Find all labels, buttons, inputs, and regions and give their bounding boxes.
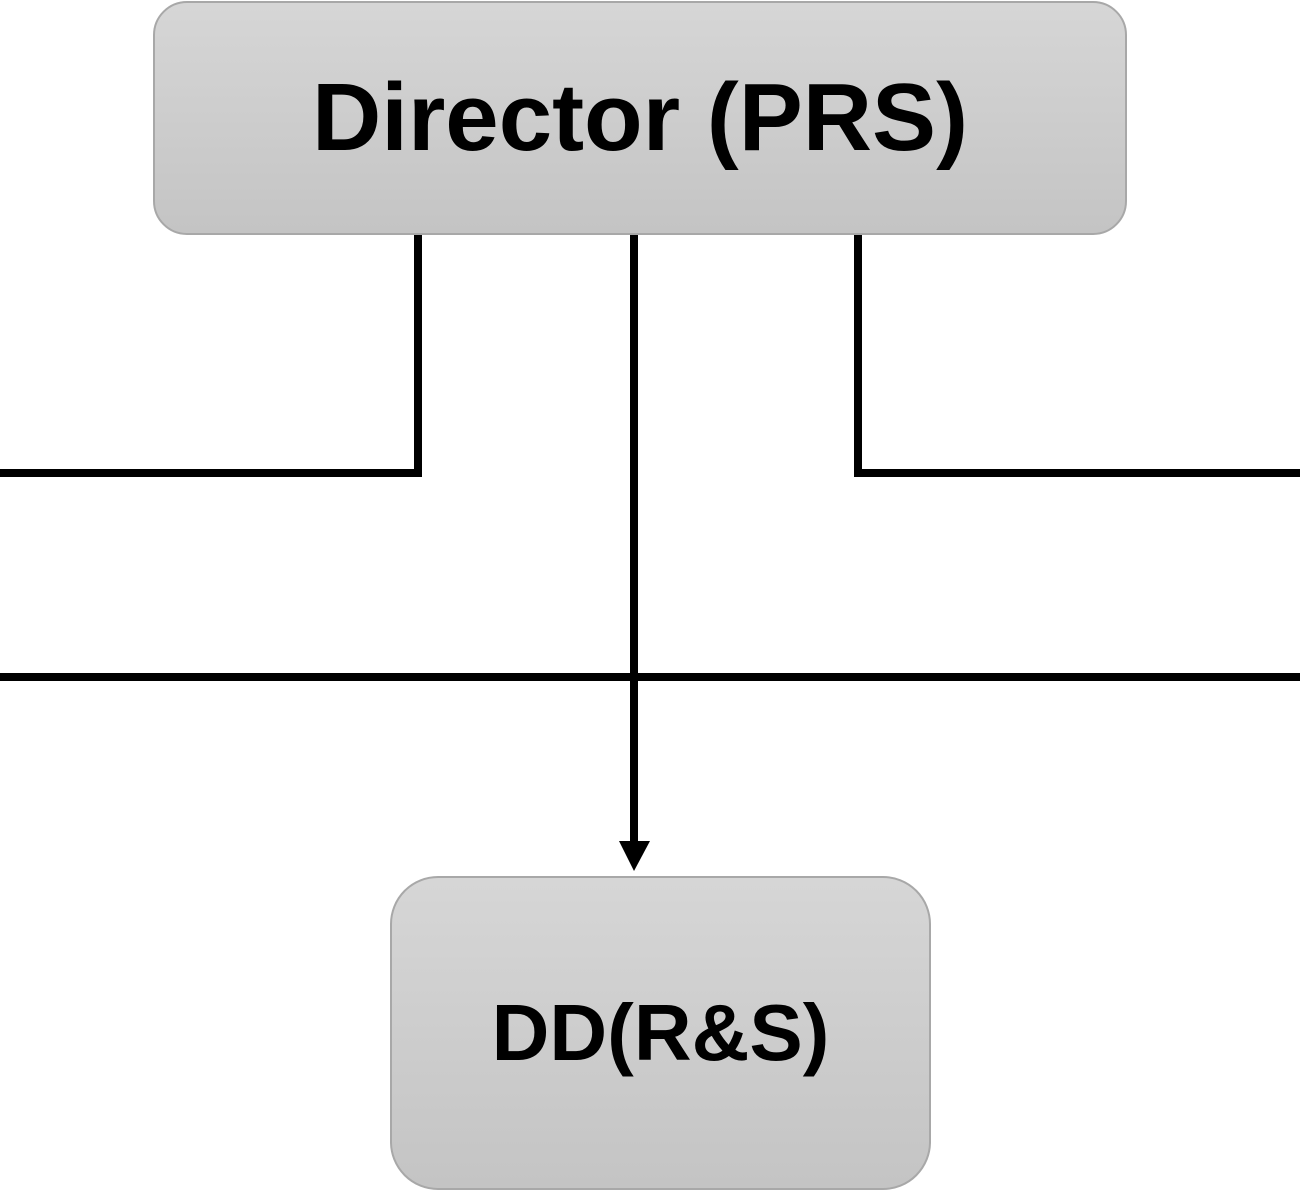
connector-right-elbow [854,235,1300,477]
node-director-prs: Director (PRS) [153,1,1127,235]
arrow-down-icon [619,841,650,871]
node-dd-rs: DD(R&S) [390,876,931,1190]
node-director-prs-label: Director (PRS) [311,64,969,171]
connector-left-elbow [0,235,422,477]
node-dd-rs-label: DD(R&S) [491,988,830,1077]
